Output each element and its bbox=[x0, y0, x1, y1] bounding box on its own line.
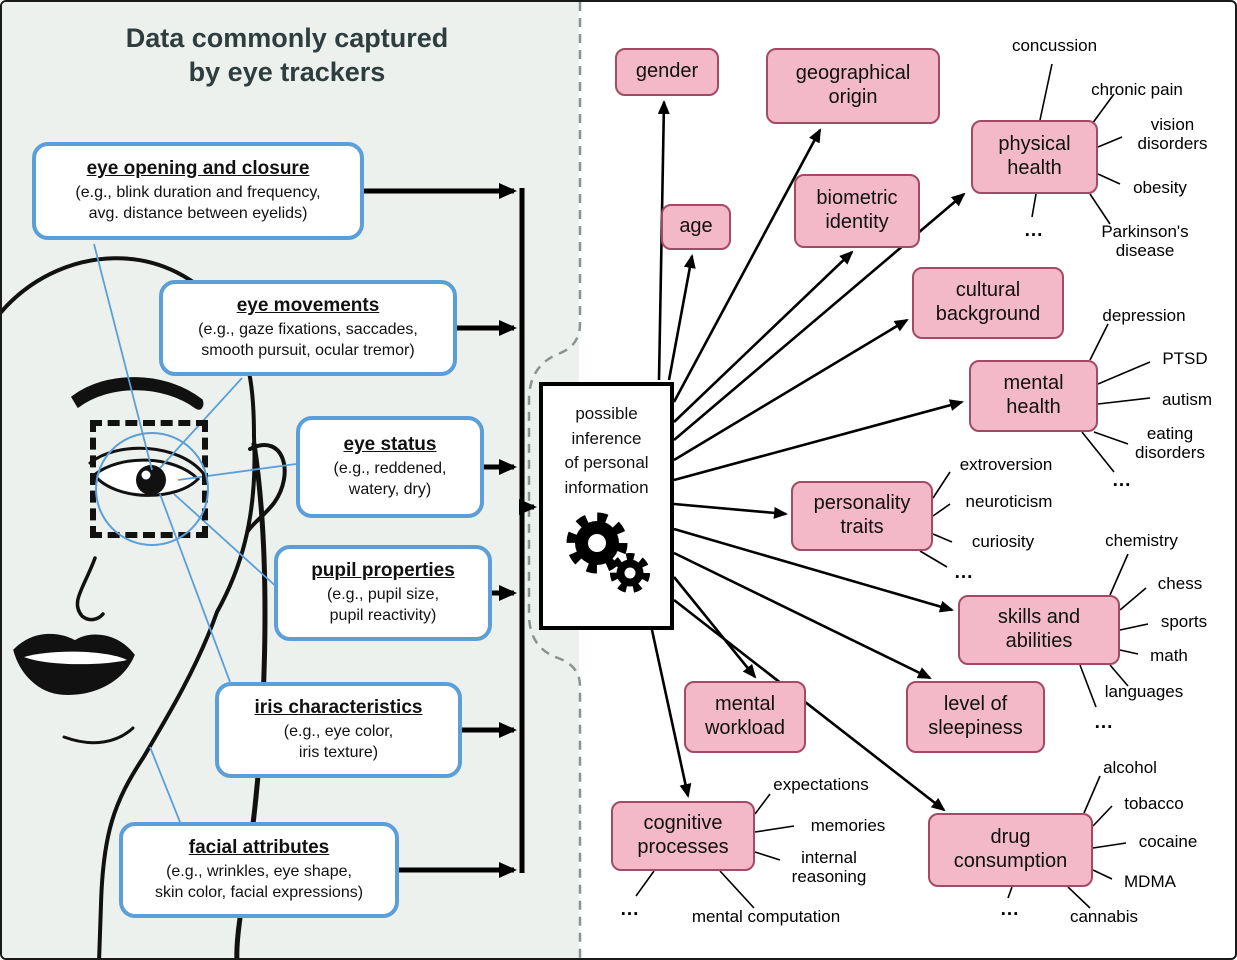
capture-box-iris-characteristics: iris characteristics (e.g., eye color, i… bbox=[215, 682, 462, 778]
capture-heading: facial attributes bbox=[188, 837, 330, 859]
inference-box-drug-consumption: drug consumption bbox=[928, 813, 1093, 887]
sub-label-depression: depression bbox=[1102, 306, 1186, 325]
capture-box-pupil-properties: pupil properties (e.g., pupil size, pupi… bbox=[274, 545, 492, 641]
sub-label-internal-reasoning: internal reasoning bbox=[791, 848, 867, 887]
sub-label-neuroticism: neuroticism bbox=[965, 492, 1053, 511]
sub-label-languages: languages bbox=[1104, 682, 1184, 701]
sub-label-ellipsis-drug: ... bbox=[1000, 899, 1020, 920]
sub-label-ptsd: PTSD bbox=[1162, 349, 1208, 368]
sub-label-expectations: expectations bbox=[773, 775, 869, 794]
capture-box-eye-status: eye status (e.g., reddened, watery, dry) bbox=[296, 416, 484, 518]
sub-label-ellipsis-physical: ... bbox=[1024, 220, 1044, 241]
sub-label-mental-computation: mental computation bbox=[691, 907, 841, 926]
sub-label-tobacco: tobacco bbox=[1124, 794, 1184, 813]
figure-title: Data commonly captured by eye trackers bbox=[125, 23, 449, 87]
inference-box-cultural-background: cultural background bbox=[912, 267, 1064, 339]
capture-detail: (e.g., eye color, iris texture) bbox=[283, 723, 394, 761]
sub-label-chronic-pain: chronic pain bbox=[1091, 80, 1183, 99]
inference-box-skills-abilities: skills and abilities bbox=[958, 595, 1120, 665]
capture-heading: pupil properties bbox=[311, 560, 455, 582]
sub-label-chess: chess bbox=[1157, 574, 1203, 593]
inference-box-biometric-identity: biometric identity bbox=[794, 174, 920, 248]
sub-label-ellipsis-cognitive: ... bbox=[620, 899, 640, 920]
sub-label-memories: memories bbox=[810, 816, 886, 835]
inference-box-mental-workload: mental workload bbox=[684, 681, 806, 753]
sub-label-ellipsis-mental: ... bbox=[1112, 470, 1132, 491]
sub-label-obesity: obesity bbox=[1133, 178, 1187, 197]
sub-label-parkinsons: Parkinson's disease bbox=[1101, 222, 1189, 261]
inference-box-age: age bbox=[661, 204, 731, 250]
sub-label-mdma: MDMA bbox=[1124, 872, 1176, 891]
capture-heading: eye movements bbox=[236, 295, 380, 317]
sub-label-cannabis: cannabis bbox=[1069, 907, 1139, 926]
inference-box-geographical-origin: geographical origin bbox=[766, 48, 940, 124]
gears-icon bbox=[566, 512, 650, 593]
sub-label-sports: sports bbox=[1160, 612, 1208, 631]
capture-connectors bbox=[364, 183, 537, 878]
capture-box-eye-opening: eye opening and closure (e.g., blink dur… bbox=[32, 142, 364, 240]
sub-label-math: math bbox=[1150, 646, 1188, 665]
sub-label-ellipsis-personality: ... bbox=[954, 562, 974, 583]
capture-detail: (e.g., blink duration and frequency, avg… bbox=[75, 184, 321, 222]
inference-engine-label: possible inference of personal informati… bbox=[564, 404, 649, 497]
sub-label-chemistry: chemistry bbox=[1105, 531, 1178, 550]
inference-box-physical-health: physical health bbox=[971, 120, 1098, 194]
capture-box-eye-movements: eye movements (e.g., gaze fixations, sac… bbox=[159, 280, 457, 376]
capture-detail: (e.g., reddened, watery, dry) bbox=[333, 460, 447, 498]
capture-detail: (e.g., pupil size, pupil reactivity) bbox=[326, 586, 440, 624]
sub-label-extroversion: extroversion bbox=[959, 455, 1053, 474]
inference-box-personality-traits: personality traits bbox=[791, 481, 933, 551]
capture-box-facial-attributes: facial attributes (e.g., wrinkles, eye s… bbox=[119, 822, 399, 918]
panel-divider-dashed-line bbox=[527, 2, 582, 958]
capture-detail: (e.g., gaze fixations, saccades, smooth … bbox=[198, 321, 418, 359]
sub-label-vision-disorders: vision disorders bbox=[1137, 115, 1208, 154]
sub-label-concussion: concussion bbox=[1011, 36, 1098, 55]
capture-heading: iris characteristics bbox=[254, 697, 423, 719]
eye-highlight-circle bbox=[95, 432, 209, 546]
inference-box-level-sleepiness: level of sleepiness bbox=[906, 681, 1045, 753]
inference-engine-box: possible inference of personal informati… bbox=[539, 382, 674, 630]
sub-label-autism: autism bbox=[1161, 390, 1213, 409]
sub-label-ellipsis-skills: ... bbox=[1094, 712, 1114, 733]
capture-detail: (e.g., wrinkles, eye shape, skin color, … bbox=[154, 863, 364, 901]
inference-box-cognitive-processes: cognitive processes bbox=[611, 801, 755, 871]
inference-box-mental-health: mental health bbox=[969, 360, 1098, 432]
sub-label-lines bbox=[635, 63, 1151, 909]
capture-heading: eye opening and closure bbox=[86, 158, 310, 180]
sub-label-curiosity: curiosity bbox=[971, 532, 1035, 551]
sub-label-alcohol: alcohol bbox=[1103, 758, 1157, 777]
capture-heading: eye status bbox=[343, 434, 437, 456]
sub-label-eating-disorders: eating disorders bbox=[1135, 424, 1205, 463]
sub-label-cocaine: cocaine bbox=[1138, 832, 1198, 851]
inference-box-gender: gender bbox=[615, 48, 719, 96]
